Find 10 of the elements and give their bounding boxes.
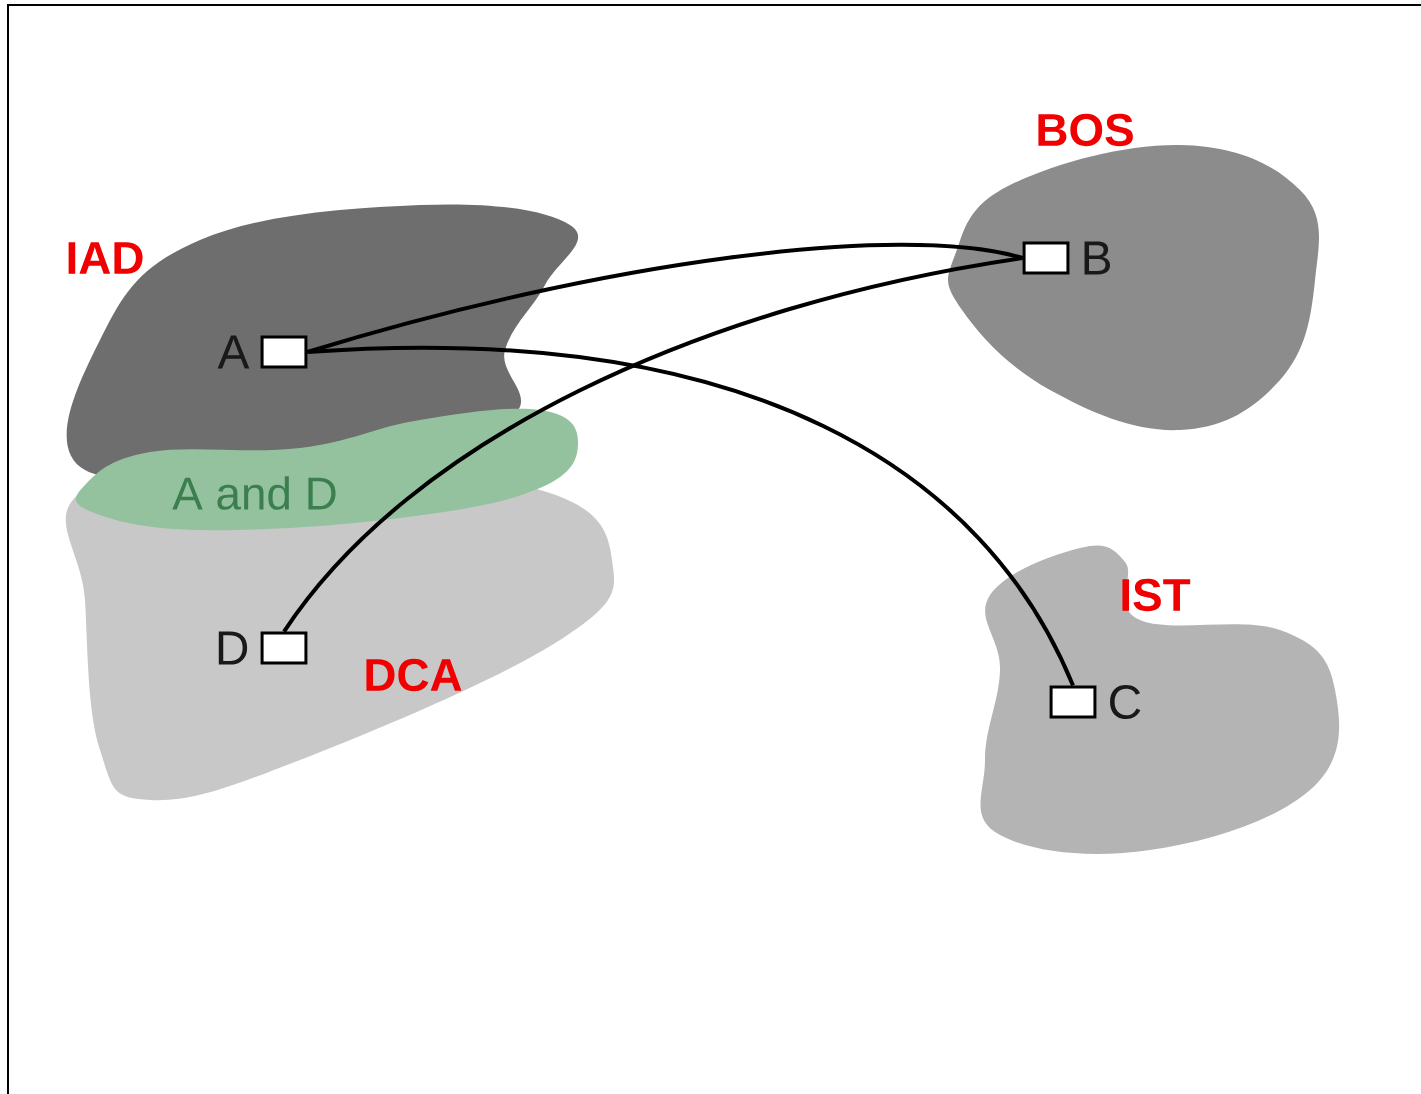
region-label: BOS bbox=[1038, 113, 1133, 147]
station-letter: D bbox=[218, 631, 248, 665]
station-letter: B bbox=[1084, 241, 1110, 275]
region-label: IST bbox=[1122, 578, 1191, 612]
region-label: DCA bbox=[366, 658, 462, 692]
station-letter: A bbox=[217, 335, 250, 369]
route-line bbox=[282, 256, 1023, 633]
route-line bbox=[307, 345, 1075, 687]
station-letter: C bbox=[1110, 685, 1141, 719]
region-label: IAD bbox=[68, 242, 143, 274]
